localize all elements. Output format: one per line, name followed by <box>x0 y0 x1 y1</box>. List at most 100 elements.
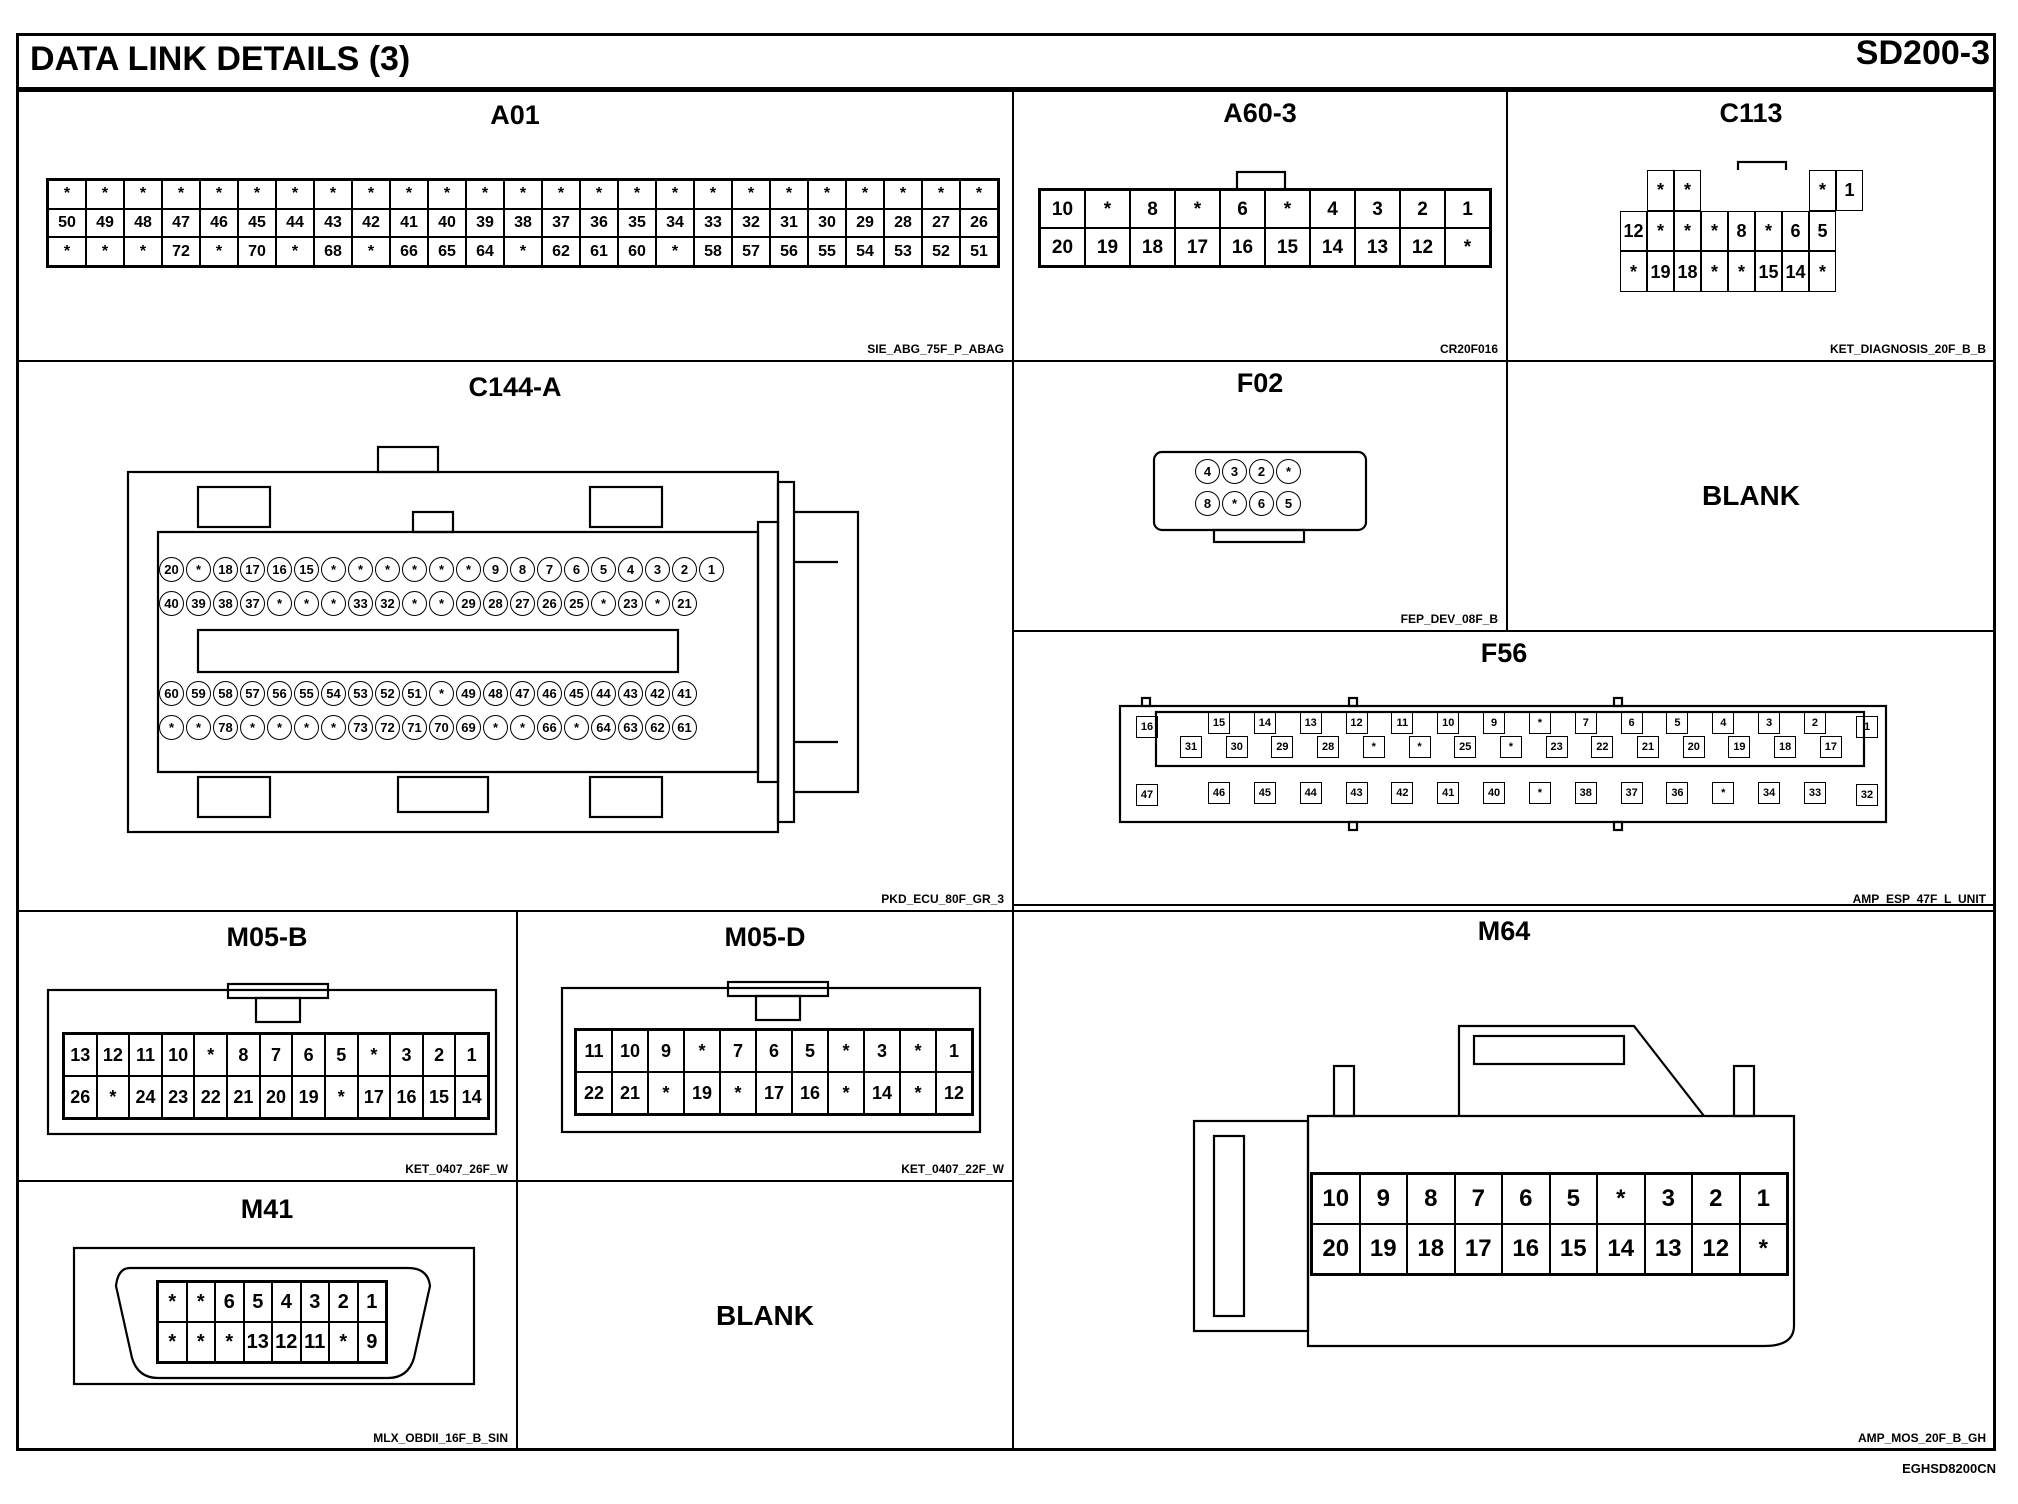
pin-square: 41 <box>1437 782 1460 804</box>
pin-cell: 11 <box>129 1034 162 1076</box>
pin-cell: 44 <box>276 208 314 238</box>
pin-circle: 54 <box>321 681 346 706</box>
pin-circle: 60 <box>159 681 184 706</box>
pin-square: 43 <box>1345 782 1368 804</box>
empty-pin-cavity: * <box>1085 190 1130 228</box>
pin-cell: 15 <box>1265 228 1310 266</box>
pin-cell: 32 <box>732 208 770 238</box>
pin-square: 28 <box>1317 736 1340 758</box>
empty-pin-cavity: * <box>159 715 184 740</box>
empty-pin-cavity: * <box>542 180 580 209</box>
pin-cell: 15 <box>422 1076 456 1118</box>
pin-circle: 42 <box>645 681 670 706</box>
empty-pin-cavity: * <box>48 180 86 209</box>
pin-cell: 43 <box>314 208 352 238</box>
empty-pin-cavity: * <box>1408 736 1431 758</box>
pin-cell: 19 <box>292 1076 325 1118</box>
pin-cell: 19 <box>684 1072 720 1114</box>
housing-gap <box>1863 251 1890 292</box>
empty-pin-cavity: * <box>456 557 481 582</box>
pin-cell: 11 <box>300 1322 329 1362</box>
pin-circle: 61 <box>672 715 697 740</box>
empty-pin-cavity: * <box>1528 712 1551 734</box>
empty-pin-cavity: * <box>329 1322 358 1362</box>
empty-pin-cavity: * <box>483 715 508 740</box>
pin-circle: 18 <box>213 557 238 582</box>
pin-circle: 27 <box>510 591 535 616</box>
pin-cell: 55 <box>808 237 846 266</box>
pin-cell: 14 <box>1597 1224 1645 1274</box>
empty-pin-cavity: * <box>1755 210 1782 252</box>
blank-label: BLANK <box>1702 480 1800 511</box>
pin-cell: 6 <box>215 1282 244 1322</box>
pin-cell: 13 <box>1644 1224 1692 1274</box>
pin-cell: 49 <box>86 208 124 238</box>
pin-cell: 3 <box>390 1034 423 1076</box>
pin-cell: 61 <box>580 237 618 266</box>
pin-square: 17 <box>1819 736 1842 758</box>
pin-circle: 3 <box>645 557 670 582</box>
pin-square: 40 <box>1483 782 1506 804</box>
pin-cell: 5 <box>243 1282 272 1322</box>
pin-cell: 16 <box>792 1072 828 1114</box>
pin-cell: 16 <box>1220 228 1265 266</box>
pin-circle: 53 <box>348 681 373 706</box>
pin-circle: 23 <box>618 591 643 616</box>
housing-gap <box>1836 251 1863 292</box>
pin-cell: 21 <box>612 1072 648 1114</box>
pin-cell: 5 <box>792 1030 828 1072</box>
pin-cell: 7 <box>259 1034 293 1076</box>
pin-circle: 3 <box>1222 459 1247 484</box>
pin-square: 7 <box>1574 712 1597 734</box>
empty-pin-cavity: * <box>900 1030 936 1072</box>
empty-pin-cavity: * <box>770 180 808 209</box>
empty-pin-cavity: * <box>656 237 694 266</box>
housing-gap <box>1620 170 1647 211</box>
pin-cell: 6 <box>1220 190 1265 228</box>
pin-cell: 14 <box>455 1076 488 1118</box>
pin-cell: 48 <box>124 208 162 238</box>
pin-circle: 1 <box>699 557 724 582</box>
pin-circle: 26 <box>537 591 562 616</box>
pin-cell: 5 <box>324 1034 358 1076</box>
pin-circle: 32 <box>375 591 400 616</box>
pin-circle: 41 <box>672 681 697 706</box>
pin-square: 29 <box>1271 736 1294 758</box>
pin-square: 38 <box>1574 782 1597 804</box>
empty-pin-cavity: * <box>186 1282 215 1322</box>
pin-cell: 1 <box>455 1034 488 1076</box>
pin-cell: 12 <box>272 1322 301 1362</box>
empty-pin-cavity: * <box>429 681 454 706</box>
pin-cell: 58 <box>694 237 732 266</box>
pin-circle: 59 <box>186 681 211 706</box>
pin-circle: 28 <box>483 591 508 616</box>
empty-pin-cavity: * <box>390 180 428 209</box>
empty-pin-cavity: * <box>591 591 616 616</box>
pin-cell: 10 <box>161 1034 195 1076</box>
pin-cell: 56 <box>770 237 808 266</box>
pin-cell: 8 <box>227 1034 260 1076</box>
pin-square: 30 <box>1225 736 1248 758</box>
pin-cell: 46 <box>200 208 238 238</box>
pin-circle: 69 <box>456 715 481 740</box>
empty-pin-cavity: * <box>1712 782 1735 804</box>
empty-pin-cavity: * <box>960 180 998 209</box>
pin-cell: 54 <box>846 237 884 266</box>
pin-cell: 8 <box>1728 210 1755 252</box>
pin-cell: 16 <box>1502 1224 1550 1274</box>
pin-cell: 22 <box>194 1076 228 1118</box>
housing-gap <box>1782 170 1809 211</box>
empty-pin-cavity: * <box>1647 170 1674 211</box>
pin-cell: 36 <box>580 208 618 238</box>
connector-housing <box>126 445 860 834</box>
empty-pin-cavity: * <box>324 1076 358 1118</box>
empty-pin-cavity: * <box>238 180 276 209</box>
pin-cell: 9 <box>357 1322 386 1362</box>
empty-pin-cavity: * <box>645 591 670 616</box>
pin-cell: 27 <box>922 208 960 238</box>
pin-circle: 44 <box>591 681 616 706</box>
